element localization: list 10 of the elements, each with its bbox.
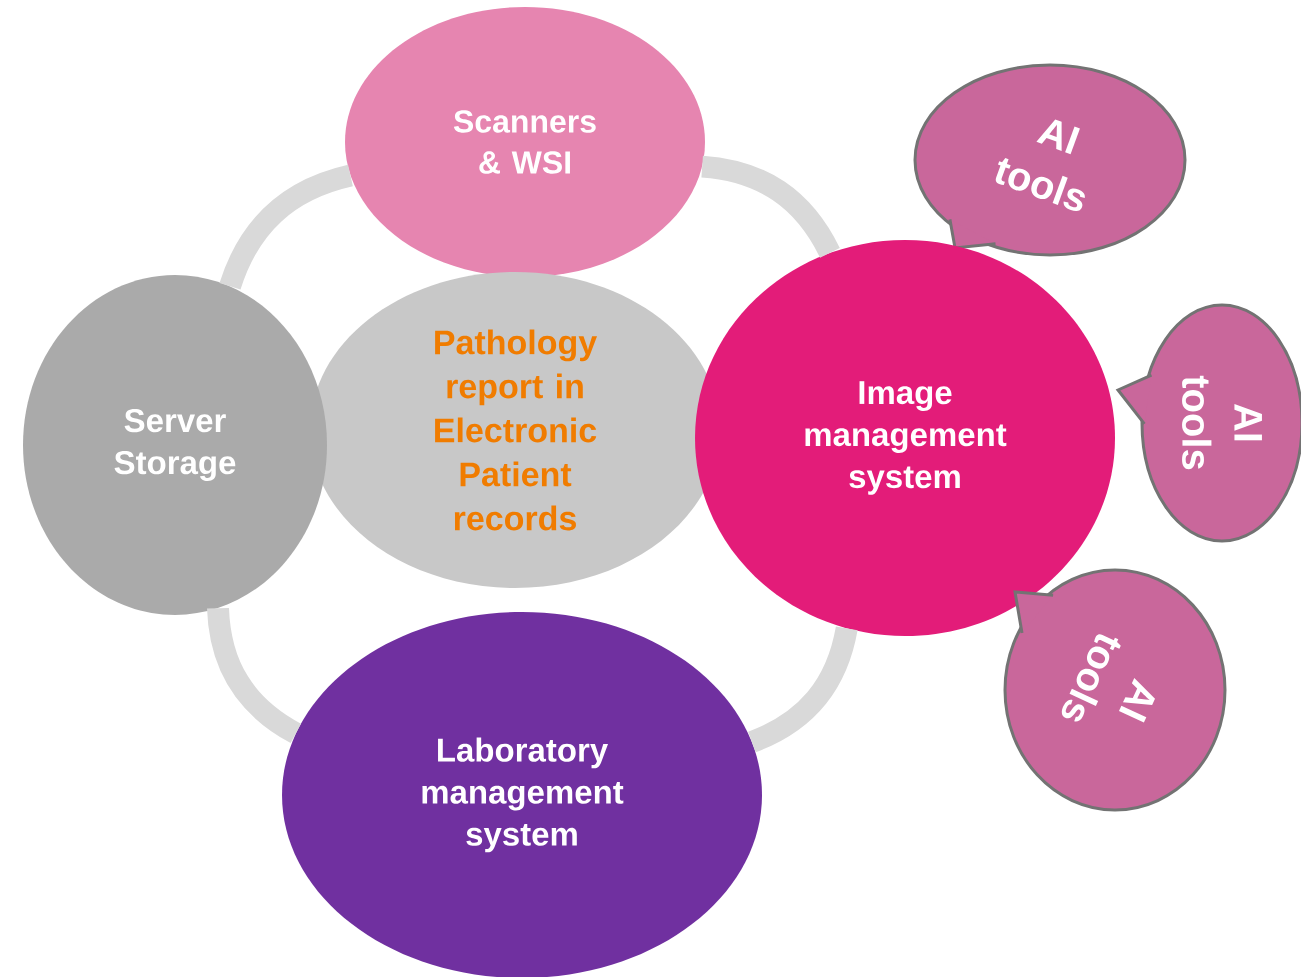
ring-segment bbox=[701, 155, 840, 259]
speech-bubble: AI tools bbox=[913, 63, 1187, 257]
speech-bubble: AI tools bbox=[1115, 303, 1301, 543]
ring-segment bbox=[219, 164, 354, 290]
ring-segment bbox=[207, 607, 302, 743]
speech-bubble: AI tools bbox=[1003, 568, 1227, 812]
ellipse-node: Server Storage bbox=[23, 275, 327, 615]
ring-segment bbox=[747, 626, 858, 753]
ellipse-node: Pathology report in Electronic Patient records bbox=[310, 272, 720, 588]
ellipse-node: Scanners & WSI bbox=[345, 7, 705, 277]
